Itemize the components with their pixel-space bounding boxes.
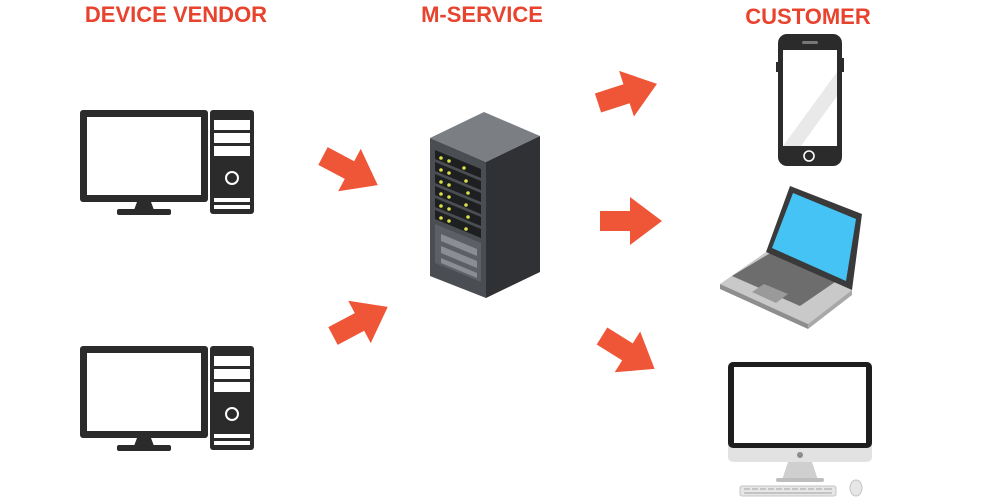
all-in-one-desktop-icon xyxy=(728,362,872,497)
smartphone-icon xyxy=(776,34,844,166)
desktop-computer-icon xyxy=(79,109,255,216)
arrow-icon xyxy=(590,61,665,126)
server-rack-icon xyxy=(430,112,540,298)
service-heading: M-SERVICE xyxy=(421,2,543,27)
arrow-icon xyxy=(600,197,662,245)
customer-heading: CUSTOMER xyxy=(745,4,871,29)
vendor-heading: DEVICE VENDOR xyxy=(84,2,268,27)
desktop-computer-icon xyxy=(79,345,255,452)
arrow-icon xyxy=(311,134,390,207)
laptop-icon xyxy=(720,186,862,329)
arrow-icon xyxy=(321,285,400,358)
arrow-icon xyxy=(589,315,668,390)
